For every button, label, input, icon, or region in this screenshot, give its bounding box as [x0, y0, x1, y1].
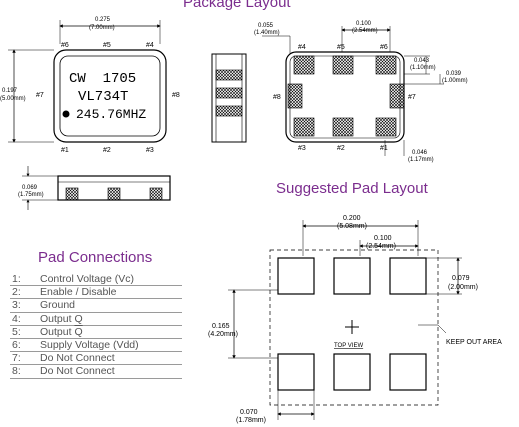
bottom-pin-7: #7 — [408, 94, 416, 101]
pitch-in: 0.100 — [356, 21, 372, 27]
pad-number: 3: — [12, 299, 21, 312]
list-item: 3: Ground — [10, 299, 182, 313]
list-item: 4: Output Q — [10, 313, 182, 326]
bottom-pin-2: #2 — [337, 145, 345, 152]
top-pin-2: #2 — [103, 147, 111, 154]
top-height-in: 0.197 — [2, 88, 18, 94]
pad-number: 7: — [12, 352, 21, 365]
pad-number: 5: — [12, 325, 21, 338]
top-width-mm: (7.00mm) — [89, 25, 115, 31]
pad-height-in: 0.043 — [414, 58, 430, 64]
pad-number: 1: — [12, 273, 21, 285]
pad-function: Output Q — [40, 312, 83, 325]
top-pin-8: #8 — [172, 92, 180, 99]
pad-connections-title: Pad Connections — [38, 249, 153, 266]
pad-function: Control Voltage (Vc) — [40, 273, 134, 285]
side-height-in: 0.069 — [22, 185, 38, 191]
side-pad-mm: (1.00mm) — [442, 78, 468, 84]
marking-line-3: 245.76MHZ — [76, 107, 146, 122]
pad-function: Ground — [40, 299, 76, 312]
top-width-in: 0.275 — [95, 17, 111, 23]
top-view-package — [8, 20, 167, 143]
pad-h-in: 0.079 — [452, 275, 470, 282]
list-item: 6: Supply Voltage (Vdd) — [10, 338, 182, 353]
pad-function: Supply Voltage (Vdd) — [40, 338, 139, 351]
row-in: 0.165 — [212, 323, 230, 330]
pad-number: 2: — [12, 286, 21, 299]
pad-width-mm: (1.40mm) — [254, 30, 280, 36]
side-pad-in: 0.039 — [446, 71, 462, 77]
top-height-mm: (5.00mm) — [0, 96, 26, 102]
pad-function: Do Not Connect — [40, 365, 115, 378]
bottom-pin-6: #6 — [380, 44, 388, 51]
list-item: 1: Control Voltage (Vc) — [10, 273, 182, 287]
pad-layout-drawing — [228, 220, 462, 420]
list-item: 5: Output Q — [10, 326, 182, 339]
pitch-mm: (2.54mm) — [352, 28, 378, 34]
bottom-pin-3: #3 — [298, 145, 306, 152]
top-view-label: TOP VIEW — [334, 343, 363, 349]
bottom-pin-4: #4 — [298, 44, 306, 51]
side-height-mm: (1.75mm) — [18, 192, 44, 198]
list-item: 7: Do Not Connect — [10, 352, 182, 366]
top-pin-7: #7 — [36, 92, 44, 99]
pad-pitch-mm: (2.54mm) — [366, 243, 396, 250]
pad-connections-list: 1: Control Voltage (Vc) 2: Enable / Disabl… — [10, 273, 182, 379]
end-view-package — [211, 53, 247, 143]
list-item: 2: Enable / Disable — [10, 286, 182, 300]
bottom-pin-1: #1 — [380, 145, 388, 152]
top-pin-3: #3 — [146, 147, 154, 154]
pad-width-in: 0.055 — [258, 23, 274, 29]
pad-function: Enable / Disable — [40, 286, 117, 299]
row-mm: (4.20mm) — [208, 331, 238, 338]
pad-pitch-in: 0.100 — [374, 235, 392, 242]
pad-h-mm: (2.00mm) — [448, 284, 478, 291]
pad-w-mm: (1.78mm) — [236, 417, 266, 424]
pad-number: 8: — [12, 365, 21, 378]
keep-out-label: KEEP OUT AREA — [446, 339, 502, 346]
suggested-pad-layout-title: Suggested Pad Layout — [276, 180, 428, 197]
corner-in: 0.046 — [412, 150, 428, 156]
pad-w-in: 0.070 — [240, 409, 258, 416]
package-layout-title: Package Layout — [183, 0, 291, 11]
top-pin-1: #1 — [61, 147, 69, 154]
marking-line-1: CW 1705 — [69, 71, 136, 87]
bottom-pin-5: #5 — [337, 44, 345, 51]
bottom-pin-8: #8 — [273, 94, 281, 101]
outer-mm: (5.08mm) — [337, 223, 367, 230]
top-pin-6: #6 — [61, 42, 69, 49]
pad-number: 4: — [12, 312, 21, 325]
list-item: 8: Do Not Connect — [10, 365, 182, 379]
overline-q: Q — [74, 325, 83, 338]
pad-function: Do Not Connect — [40, 352, 115, 365]
outer-in: 0.200 — [343, 215, 361, 222]
side-profile — [22, 166, 171, 210]
pad-function-text: Output — [40, 325, 72, 338]
pad-height-mm: (1.10mm) — [410, 65, 436, 71]
top-pin-4: #4 — [146, 42, 154, 49]
top-pin-5: #5 — [103, 42, 111, 49]
marking-line-2: VL734T — [78, 89, 128, 105]
corner-mm: (1.17mm) — [408, 157, 434, 163]
pad-number: 6: — [12, 338, 21, 351]
pad-function: Output Q — [40, 326, 83, 338]
bottom-view-package — [262, 26, 444, 156]
